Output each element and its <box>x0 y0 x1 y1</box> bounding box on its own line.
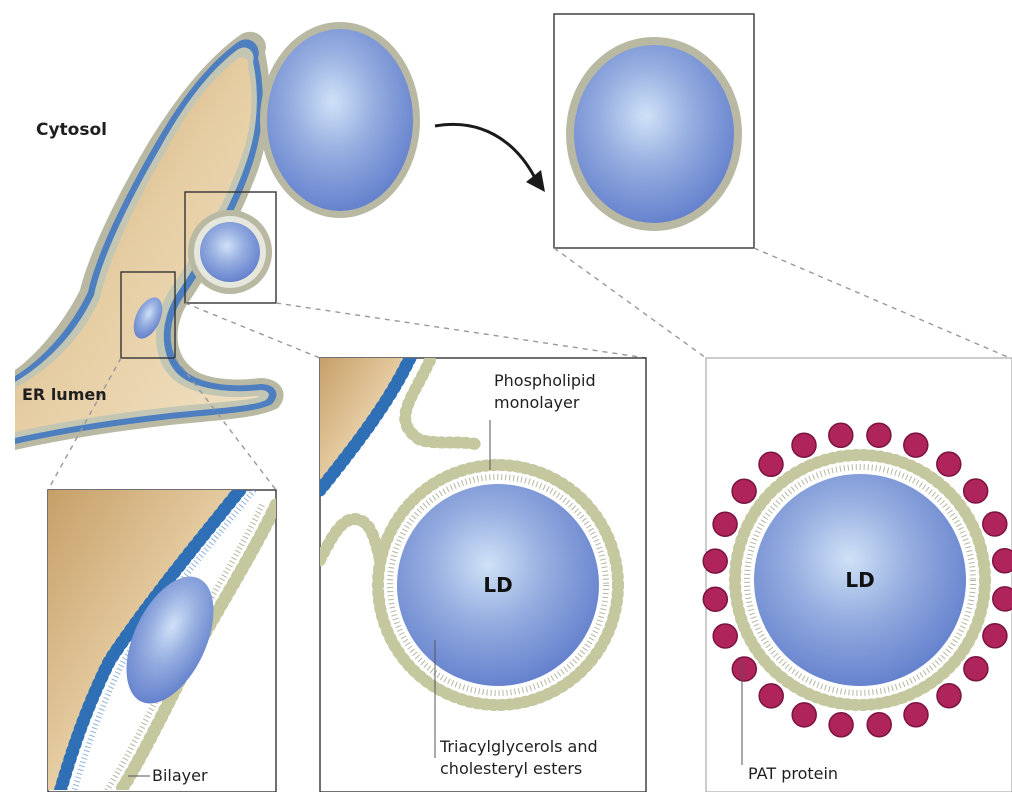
label-phospholipid-line2: monolayer <box>494 392 596 414</box>
label-triacylglycerols-line2: cholesteryl esters <box>440 758 598 780</box>
pat-protein <box>867 713 891 737</box>
pat-protein <box>937 452 961 476</box>
pat-protein <box>937 684 961 708</box>
pat-protein <box>713 512 737 536</box>
label-er-lumen: ER lumen <box>22 385 107 404</box>
pat-protein <box>792 703 816 727</box>
label-pat-protein: PAT protein <box>748 764 838 783</box>
label-phospholipid-monolayer: Phospholipid monolayer <box>494 370 596 414</box>
label-triacylglycerols: Triacylglycerols and cholesteryl esters <box>440 736 598 780</box>
pat-protein <box>759 452 783 476</box>
small-budding-droplet <box>188 210 272 294</box>
label-bilayer: Bilayer <box>152 766 208 785</box>
pat-protein <box>964 657 988 681</box>
panel-bilayer <box>48 490 276 792</box>
pat-protein <box>983 512 1007 536</box>
label-cytosol: Cytosol <box>36 120 107 140</box>
pat-protein <box>732 479 756 503</box>
label-phospholipid-line1: Phospholipid <box>494 370 596 392</box>
pat-protein <box>703 549 727 573</box>
pat-protein <box>792 433 816 457</box>
pat-protein <box>829 423 853 447</box>
pat-protein <box>829 713 853 737</box>
pat-protein <box>904 703 928 727</box>
pat-protein <box>964 479 988 503</box>
pat-protein <box>983 624 1007 648</box>
pat-protein <box>703 587 727 611</box>
pat-protein <box>713 624 737 648</box>
label-ld-right: LD <box>845 568 874 592</box>
release-arrow <box>435 124 545 192</box>
pat-protein <box>904 433 928 457</box>
pat-protein <box>867 423 891 447</box>
pat-protein <box>993 549 1012 573</box>
released-droplet-box <box>554 14 754 248</box>
large-budding-droplet <box>260 22 420 218</box>
pat-protein <box>993 587 1012 611</box>
pat-protein <box>732 657 756 681</box>
label-triacylglycerols-line1: Triacylglycerols and <box>440 736 598 758</box>
label-ld-middle: LD <box>483 573 512 597</box>
pat-protein <box>759 684 783 708</box>
